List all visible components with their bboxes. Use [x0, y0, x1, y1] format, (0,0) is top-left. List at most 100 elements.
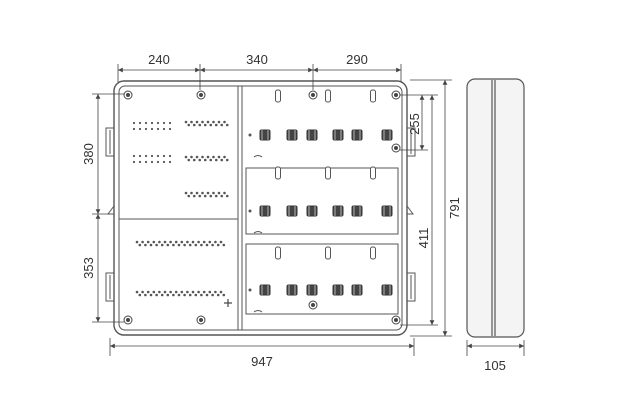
terminal-dot [214, 123, 218, 127]
terminal-dot [160, 293, 164, 297]
terminal-dot [219, 240, 223, 244]
dim-right-inner-lower: 411 [416, 228, 431, 249]
meter-hook [370, 166, 376, 180]
terminal-dot [186, 240, 189, 244]
terminal-dot [191, 290, 195, 294]
terminal-dot [201, 191, 204, 195]
meter-socket [332, 284, 344, 296]
terminal-dot [209, 158, 213, 162]
terminal-dot [208, 290, 212, 294]
meter-socket [351, 205, 363, 217]
terminal-dot [132, 154, 136, 158]
terminal-dot [162, 160, 166, 164]
terminal-dot [144, 160, 148, 164]
outer-shell [113, 80, 408, 336]
terminal-dot [138, 127, 142, 131]
terminal-dot [169, 240, 172, 244]
terminal-dot [211, 243, 214, 247]
terminal-dot [223, 155, 226, 159]
terminal-dot [141, 240, 144, 244]
terminal-dot [190, 191, 193, 195]
meter-hook [370, 89, 376, 103]
terminal-dot [144, 154, 148, 158]
meter-socket [332, 129, 344, 141]
middle-compartment [245, 167, 399, 235]
side-view [466, 78, 525, 338]
meter-socket [286, 205, 298, 217]
meter-socket [286, 284, 298, 296]
terminal-dot [192, 123, 196, 127]
terminal-dot [158, 240, 161, 244]
terminal-dot [192, 158, 196, 162]
terminal-dot [172, 293, 175, 297]
wire-curve [253, 155, 263, 158]
meter-socket [306, 284, 318, 296]
terminal-dot [214, 194, 218, 198]
terminal-dot [146, 290, 150, 294]
terminal-dot [150, 127, 154, 131]
terminal-dot [187, 194, 191, 198]
terminal-dot [209, 194, 213, 198]
left-lugs [105, 127, 115, 302]
meter-socket [306, 129, 318, 141]
meter-socket [351, 129, 363, 141]
terminal-dot [155, 293, 158, 297]
terminal-dot [217, 191, 221, 195]
terminal-dot [194, 243, 198, 247]
terminal-dot [155, 243, 158, 247]
terminal-dot [201, 120, 204, 124]
dim-top-left: 240 [148, 52, 170, 67]
meter-socket [259, 205, 271, 217]
terminal-dot [132, 121, 136, 125]
terminal-dot [138, 154, 142, 158]
terminal-dot [225, 158, 229, 162]
meter-socket [332, 205, 344, 217]
terminal-dot [220, 158, 224, 162]
terminal-dot [186, 290, 189, 294]
wire-curve [253, 310, 263, 313]
front-view [105, 80, 416, 336]
terminal-dot [225, 194, 229, 198]
terminal-dot [168, 154, 172, 158]
terminal-dot [158, 290, 161, 294]
terminal-dot [132, 127, 136, 131]
terminal-dot [163, 240, 167, 244]
meter-socket [259, 129, 271, 141]
terminal-dot [222, 293, 226, 297]
terminal-dot [174, 290, 178, 294]
terminal-dot [220, 123, 224, 127]
terminal-dot [198, 194, 202, 198]
terminal-dot [192, 194, 196, 198]
wire-curve [253, 231, 263, 234]
lower-compartment [245, 243, 399, 315]
terminal-dot [138, 243, 142, 247]
terminal-dot [174, 240, 178, 244]
terminal-dot [149, 293, 153, 297]
meter-hook [370, 246, 376, 260]
terminal-dot [156, 121, 160, 125]
terminal-dot [203, 123, 207, 127]
terminal-dot [206, 191, 210, 195]
terminal-dot [162, 121, 166, 125]
terminal-dot [184, 155, 188, 159]
terminal-dot [180, 290, 184, 294]
terminal-dot [188, 243, 192, 247]
terminal-dot [144, 293, 147, 297]
terminal-dot [190, 155, 193, 159]
terminal-dot [149, 243, 153, 247]
terminal-dot [225, 123, 229, 127]
terminal-dot [183, 293, 186, 297]
terminal-dot [150, 160, 154, 164]
terminal-dot [190, 120, 193, 124]
terminal-dot [162, 127, 166, 131]
terminal-dot [144, 121, 148, 125]
meter-socket [381, 205, 393, 217]
terminal-dot [212, 120, 215, 124]
terminal-dot [132, 160, 136, 164]
terminal-dot [197, 240, 200, 244]
terminal-dot [194, 293, 198, 297]
wire-point [248, 288, 252, 292]
terminal-dot [138, 121, 142, 125]
terminal-dot [203, 194, 207, 198]
terminal-dot [169, 290, 172, 294]
